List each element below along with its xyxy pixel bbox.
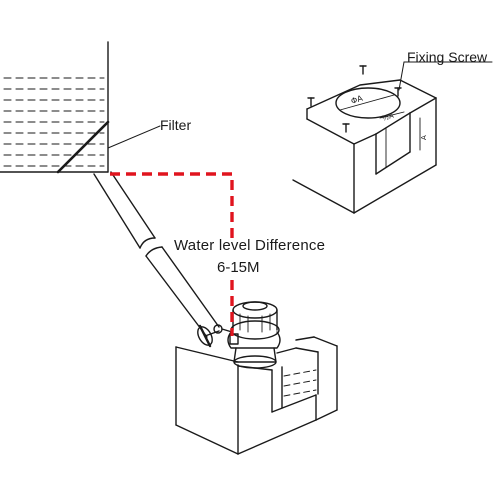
filter-label: Filter [160,117,192,133]
penstock-pipe [93,171,220,338]
water-level-difference-label: Water level Difference [174,237,326,254]
filter-screen [56,120,110,174]
water-level-difference-marker [110,172,234,242]
diameter-dimension-line [339,94,395,111]
valve [197,324,233,348]
water-level-range-label: 6-15M [217,259,260,276]
turbine-generator [227,301,281,369]
half-dimension-line [379,111,405,119]
reservoir-water [3,77,105,167]
filter-leader-line [107,125,161,149]
lower-tank [175,336,338,455]
depth-mark: A [420,135,428,140]
fixing-screw-leader [398,61,405,91]
upper-reservoir [0,41,161,174]
half-diameter-mark: ½A [381,112,395,123]
tailwater [283,369,317,397]
fixing-screw-label: Fixing Screw [407,49,488,65]
fixing-screw-icon [307,65,402,133]
diameter-mark: ΦA [350,94,364,106]
pit-detail [292,61,493,214]
